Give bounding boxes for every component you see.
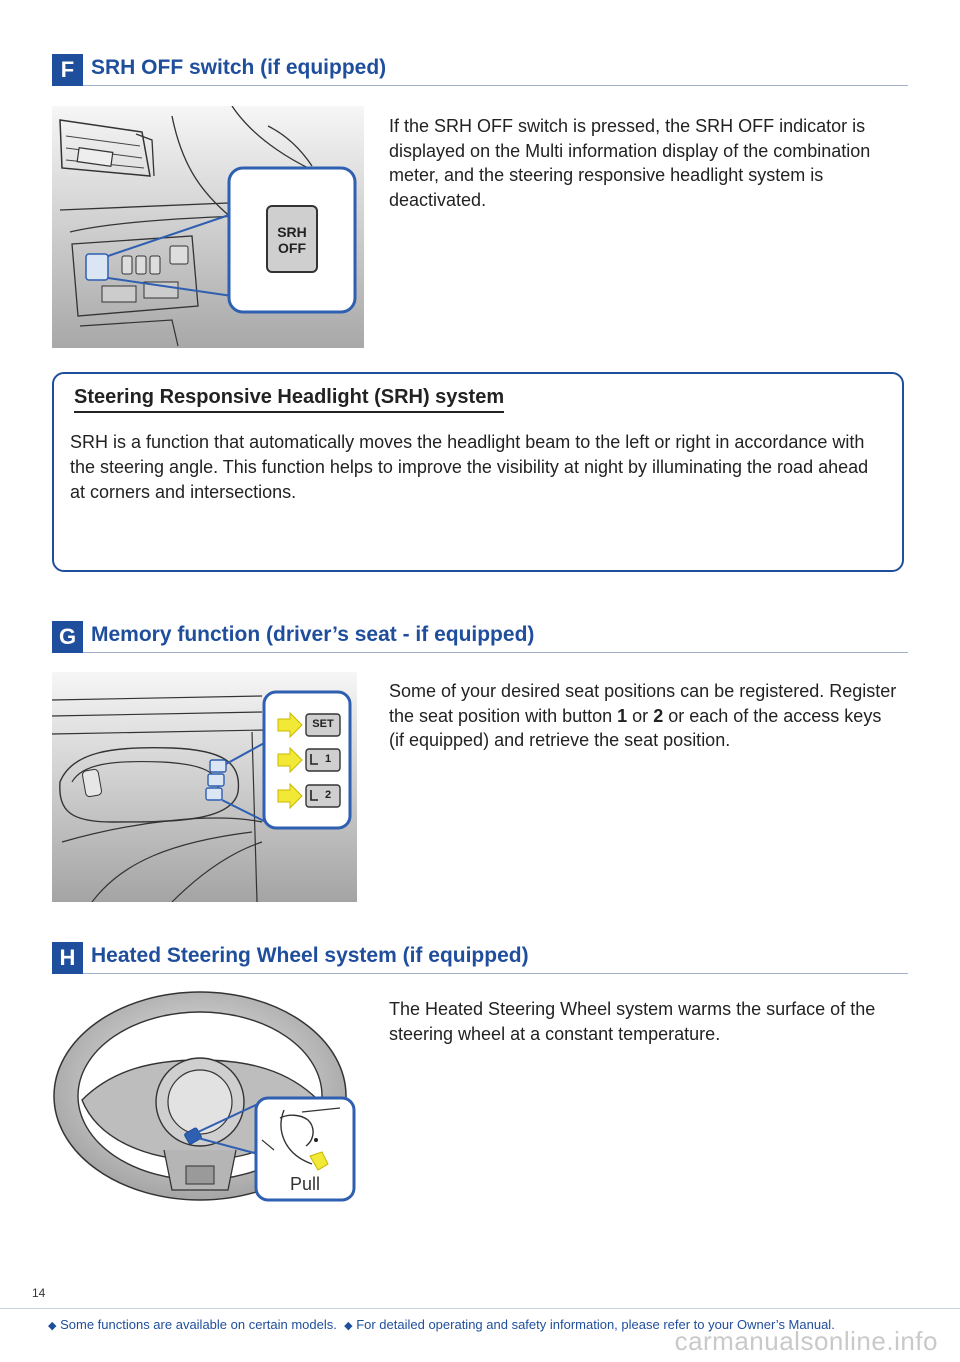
door-panel-drawing [52, 672, 357, 902]
footer-notes: ◆ Some functions are available on certai… [48, 1317, 835, 1332]
section-g-text-part3: or each of the access keys (if equipped)… [389, 705, 882, 751]
section-letter-f: F [52, 54, 83, 86]
section-rule [83, 652, 908, 653]
section-g-text: Some of your desired seat positions can … [389, 679, 899, 753]
section-h-header: H Heated Steering Wheel system (if equip… [52, 942, 908, 974]
section-f-header: F SRH OFF switch (if equipped) [52, 54, 908, 86]
section-title-g: Memory function (driver’s seat - if equi… [91, 623, 535, 646]
section-rule [83, 973, 908, 974]
memory-set-button: SET [312, 718, 334, 730]
section-g-button-ref-1: 1 [617, 705, 628, 726]
footer-rule [0, 1308, 960, 1309]
heated-wheel-illustration: Pull [52, 990, 357, 1202]
diamond-icon: ◆ [48, 1320, 57, 1332]
srh-switch-illustration: SRH OFF [52, 106, 364, 348]
section-g-text-part2: or [627, 705, 654, 726]
memory-button-2: 2 [324, 789, 332, 801]
srh-off-button-label: SRH OFF [267, 224, 317, 256]
srh-box-title: Steering Responsive Headlight (SRH) syst… [74, 386, 505, 413]
section-h-text: The Heated Steering Wheel system warms t… [389, 999, 876, 1044]
steering-wheel-drawing [53, 991, 356, 1202]
memory-seat-illustration: SET 1 2 [52, 672, 357, 902]
srh-off-button-line2: OFF [278, 240, 306, 256]
diamond-icon: ◆ [344, 1320, 353, 1332]
srh-box-text: SRH is a function that automatically mov… [70, 432, 869, 502]
section-g-button-ref-2: 2 [653, 705, 664, 726]
section-letter-g: G [52, 621, 83, 653]
section-title-f: SRH OFF switch (if equipped) [91, 56, 387, 79]
dashboard-drawing [52, 106, 364, 348]
section-f-text: If the SRH OFF switch is pressed, the SR… [389, 116, 871, 210]
page-number: 14 [32, 1286, 46, 1300]
memory-button-1: 1 [324, 753, 332, 765]
srh-info-box: Steering Responsive Headlight (SRH) syst… [52, 372, 904, 572]
section-rule [83, 85, 908, 86]
pull-label: Pull [289, 1174, 320, 1194]
section-g-text-part1: Some of your desired seat positions can … [389, 681, 897, 726]
srh-off-button-line1: SRH [277, 224, 307, 240]
footer-note-2: For detailed operating and safety inform… [356, 1317, 835, 1332]
section-letter-h: H [52, 942, 83, 974]
section-title-h: Heated Steering Wheel system (if equippe… [91, 944, 529, 967]
footer-note-1: Some functions are available on certain … [60, 1317, 337, 1332]
watermark: carmanualsonline.info [674, 1326, 938, 1356]
section-g-header: G Memory function (driver’s seat - if eq… [52, 621, 908, 653]
